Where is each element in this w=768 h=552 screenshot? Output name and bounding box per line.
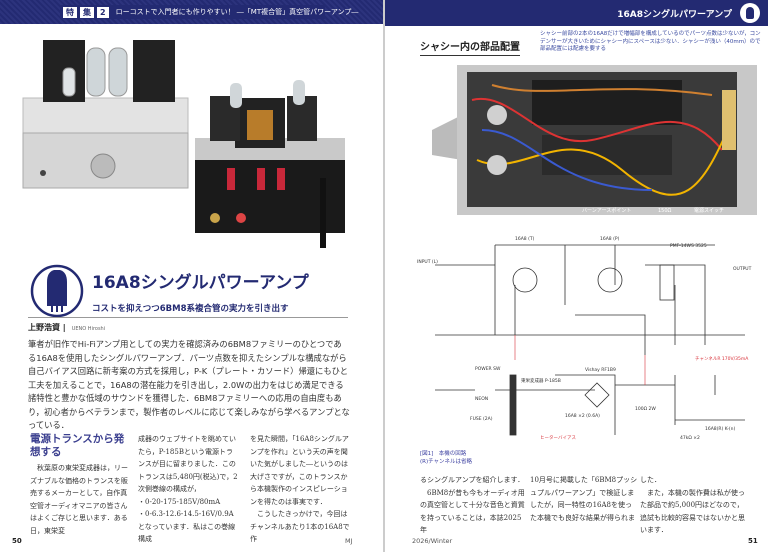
circuit-label: 47kΩ ×2 [680,435,700,441]
circuit-label: チャンネルR 170V/35mA [695,356,749,362]
circuit-label: 16A8 (P) [600,236,620,242]
circuit-label: OUTPUT [733,266,752,272]
feature-tag: 特 [63,6,77,18]
circuit-label: 16A8(R) K-(n) [705,426,735,432]
article-title: 16A8シングルパワーアンプ [92,273,309,293]
photo-label: 電源スイッチ [694,207,724,214]
author: 上野浩資 |UENO Hiroshi [28,323,106,332]
vacuum-tube-icon [30,264,84,318]
amplifier-photo [22,40,345,248]
body-column-2: 成器のウェブサイトを眺めていたら，P-185Bという電源トランスが目に留まりまし… [138,435,238,543]
author-name: 上野浩資 [28,323,60,332]
section-heading: 電源トランスから発想する [30,433,125,458]
lead-paragraph: 筆者が旧作でHi-Fiアンプ用としての実力を確認済みの6BM8ファミリーのひとつ… [28,339,350,430]
body-column-6: した． また，本機の製作費は私が使った部品で約5,000円ほどなので，追試も比較… [640,476,745,534]
circuit-diagram: 16A8 (T) 16A8 (P) INPUT (L) PMF-14WS 352… [417,236,752,441]
author-roman: UENO Hiroshi [71,326,106,332]
feature-number: 2 [97,6,109,18]
body-column-3: を見た瞬間，「16A8シングルアンプを作れ」という天の声を聞いた気がしました―と… [250,435,350,543]
section-title: シャシー内の部品配置 [420,38,520,56]
circuit-label: INPUT (L) [417,259,438,265]
photo-label: バーンアースポイント [582,207,631,214]
circuit-label: 16A8 (T) [515,236,535,242]
body-column-5: 10月号に掲載した「6BM8プッシュプルパワーアンプ」で検証しましたが，同一特性… [530,476,638,522]
circuit-label: POWER SW [475,366,501,372]
feature-title: ローコストで入門者にも作りやすい！ ―「MT複合管」真空管パワーアンプ― [115,8,359,16]
right-header-bar: 16A8シングルパワーアンプ [385,0,768,26]
circuit-label: 東栄変成器 P-185B [521,377,561,384]
tube-badge-icon [740,3,760,23]
circuit-label: ヒーターバイアス [540,434,576,441]
circuit-label: PMF-14WS 3525 [670,243,707,249]
gutter [383,0,385,552]
left-header-bar: 特 集 2 ローコストで入門者にも作りやすい！ ―「MT複合管」真空管パワーアン… [0,0,383,24]
divider [28,317,348,318]
circuit-label: NEON [475,396,488,402]
article-subtitle: コストを抑えつつ6BM8系複合管の実力を引き出す [92,304,289,314]
magazine-brand: MJ [345,537,353,545]
running-title: 16A8シングルパワーアンプ [617,10,732,20]
chassis-interior-photo: バーンアースポイント 150Ω 電源スイッチ [422,60,762,220]
circuit-label: 100Ω 2W [635,406,656,412]
body-column-1: 秋葉原の東栄変成器は，リーズナブルな価格のトランスを販売するメーカーとして，自作… [30,464,128,535]
body-column-4: るシングルアンプを紹介します． 6BM8が昔も今もオーディオ用の真空管として十分… [420,476,525,534]
circuit-label: Vishay RF1B9 [585,367,616,373]
page-number-right: 51 [748,537,758,545]
section-caption: シャシー前部の2本の16A8だけで増幅部を構成しているのでパーツ点数は少ないが，… [540,31,761,52]
figure-caption: [図1] 本機の回路 (R)チャンネルは省略 [420,451,472,465]
photo-label: 150Ω [658,208,672,214]
circuit-label: FUSE (2A) [470,416,493,422]
page-number-left: 50 [12,537,22,545]
issue-label: 2026/Winter [412,537,453,545]
feature-tag: 集 [80,6,94,18]
circuit-label: 16A8 ×2 (0.6A) [565,413,600,419]
feature-banner: 特 集 2 ローコストで入門者にも作りやすい！ ―「MT複合管」真空管パワーアン… [60,5,358,19]
